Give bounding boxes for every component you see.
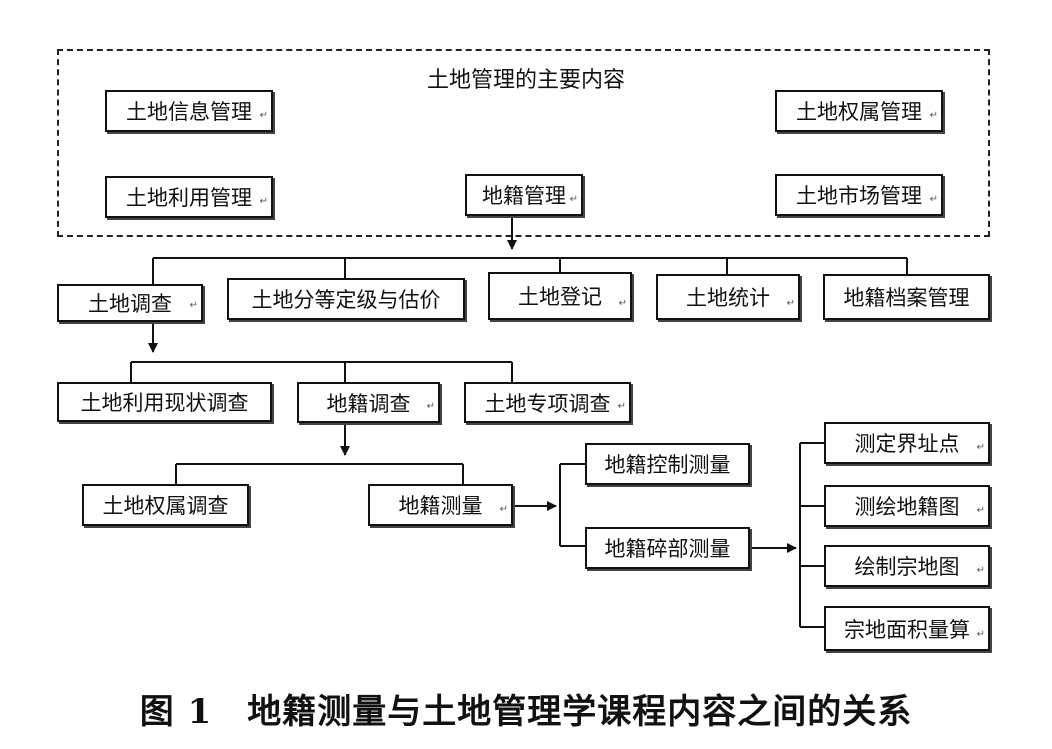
- return-mark: ↵: [499, 504, 508, 515]
- return-mark: ↵: [976, 565, 985, 576]
- return-mark: ↵: [929, 110, 938, 121]
- box-land-statistics: 土地统计 ↵: [656, 274, 800, 320]
- box-cadastral-map-survey: 测绘地籍图 ↵: [824, 485, 990, 527]
- box-parcel-area-calculation: 宗地面积量算 ↵: [824, 606, 990, 651]
- box-land-ownership-survey: 土地权属调查: [82, 484, 249, 526]
- box-land-market-management: 土地市场管理 ↵: [775, 174, 943, 216]
- box-label: 地籍调查: [326, 391, 411, 416]
- box-label: 土地权属管理: [796, 100, 922, 124]
- box-label: 土地利用管理: [126, 186, 252, 210]
- return-mark: ↵: [976, 505, 985, 516]
- box-land-use-management: 土地利用管理 ↵: [105, 176, 273, 218]
- box-cadastral-measurement: 地籍测量 ↵: [368, 484, 513, 526]
- box-parcel-map-drawing: 绘制宗地图 ↵: [824, 545, 990, 587]
- box-label: 地籍碎部测量: [604, 537, 731, 561]
- box-cadastral-archive-management: 地籍档案管理: [823, 274, 990, 320]
- box-land-rights-management: 土地权属管理 ↵: [775, 90, 943, 132]
- box-cadastral-detail-survey: 地籍碎部测量: [585, 527, 750, 569]
- box-label: 土地信息管理: [126, 100, 252, 124]
- return-mark: ↵: [618, 298, 627, 309]
- return-mark: ↵: [569, 194, 578, 205]
- box-land-info-management: 土地信息管理 ↵: [105, 90, 273, 132]
- box-label: 地籍管理: [482, 184, 566, 208]
- box-boundary-point-survey: 测定界址点 ↵: [824, 422, 990, 464]
- return-mark: ↵: [976, 442, 985, 453]
- box-land-survey: 土地调查 ↵: [57, 284, 203, 322]
- box-land-registration: 土地登记 ↵: [488, 272, 632, 320]
- box-land-special-survey: 土地专项调查 ↵: [464, 382, 631, 423]
- return-mark: ↵: [786, 298, 795, 309]
- frame-title: 土地管理的主要内容: [426, 68, 625, 93]
- box-label: 绘制宗地图: [854, 555, 960, 579]
- figure-caption: 图 1 地籍测量与土地管理学课程内容之间的关系: [139, 692, 913, 732]
- return-mark: ↵: [426, 401, 435, 412]
- return-mark: ↵: [259, 196, 268, 207]
- return-mark: ↵: [976, 629, 985, 640]
- box-label: 土地调查: [88, 292, 172, 316]
- return-mark: ↵: [189, 300, 198, 311]
- box-label: 土地市场管理: [796, 184, 922, 208]
- box-label: 测定界址点: [854, 432, 960, 456]
- box-cadastral-control-survey: 地籍控制测量: [585, 443, 750, 485]
- land-management-frame: [57, 49, 990, 237]
- return-mark: ↵: [929, 194, 938, 205]
- box-label: 土地专项调查: [484, 391, 611, 416]
- box-label: 测绘地籍图: [854, 495, 960, 519]
- return-mark: ↵: [259, 110, 268, 121]
- box-label: 地籍测量: [398, 494, 483, 518]
- box-label: 土地统计: [686, 286, 770, 310]
- return-mark: ↵: [617, 401, 626, 412]
- box-land-grading-valuation: 土地分等定级与估价: [227, 278, 465, 320]
- box-label: 地籍控制测量: [604, 453, 731, 477]
- box-label: 宗地面积量算: [844, 617, 970, 642]
- box-label: 土地权属调查: [102, 494, 229, 518]
- box-label: 土地分等定级与估价: [251, 288, 441, 312]
- box-cadastral-management: 地籍管理↵: [465, 174, 583, 216]
- box-label: 土地利用现状调查: [80, 391, 249, 415]
- box-label: 地籍档案管理: [843, 286, 970, 310]
- box-land-use-status-survey: 土地利用现状调查: [57, 382, 272, 422]
- box-label: 土地登记: [518, 285, 602, 309]
- box-cadastral-survey: 地籍调查 ↵: [297, 382, 440, 423]
